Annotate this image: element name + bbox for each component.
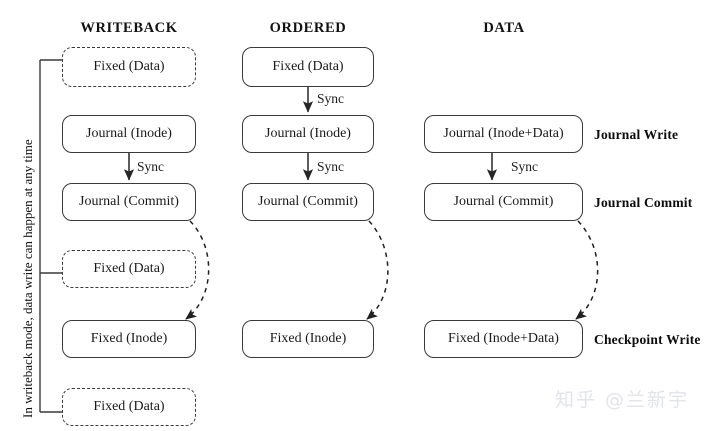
watermark: 知乎 @兰新宇 (555, 389, 690, 411)
node-wb-journal-commit: Journal (Commit) (62, 183, 196, 221)
column-header-data: DATA (483, 20, 525, 36)
sync-label-ordered-1: Sync (317, 91, 344, 106)
node-od-fixed-data: Fixed (Data) (242, 47, 374, 87)
sync-label-ordered-2: Sync (317, 159, 344, 174)
node-dt-journal-commit: Journal (Commit) (424, 183, 583, 221)
node-wb-fixed-data-3: Fixed (Data) (62, 388, 196, 426)
sync-label-writeback-1: Sync (137, 159, 164, 174)
node-dt-journal-inode-data: Journal (Inode+Data) (424, 115, 583, 153)
node-od-journal-inode: Journal (Inode) (242, 115, 374, 153)
side-note-writeback-anytime: In writeback mode, data write can happen… (20, 139, 35, 418)
node-wb-fixed-data-1: Fixed (Data) (62, 47, 196, 87)
node-wb-fixed-data-2: Fixed (Data) (62, 250, 196, 288)
column-header-writeback: WRITEBACK (80, 20, 178, 36)
column-header-ordered: ORDERED (269, 20, 347, 36)
node-dt-fixed-inode-data: Fixed (Inode+Data) (424, 320, 583, 358)
edge-od-commit-to-fixed-inode (366, 220, 389, 320)
stage-label-journal-write: Journal Write (594, 127, 679, 142)
node-od-journal-commit: Journal (Commit) (242, 183, 374, 221)
node-wb-fixed-inode: Fixed (Inode) (62, 320, 196, 358)
node-wb-journal-inode: Journal (Inode) (62, 115, 196, 153)
edge-dt-commit-to-fixed-inodedata (575, 220, 599, 320)
stage-label-journal-commit: Journal Commit (594, 195, 693, 210)
stage-label-checkpoint-write: Checkpoint Write (594, 332, 701, 347)
node-od-fixed-inode: Fixed (Inode) (242, 320, 374, 358)
writeback-anytime-bracket (39, 59, 62, 413)
sync-label-data-1: Sync (511, 159, 538, 174)
